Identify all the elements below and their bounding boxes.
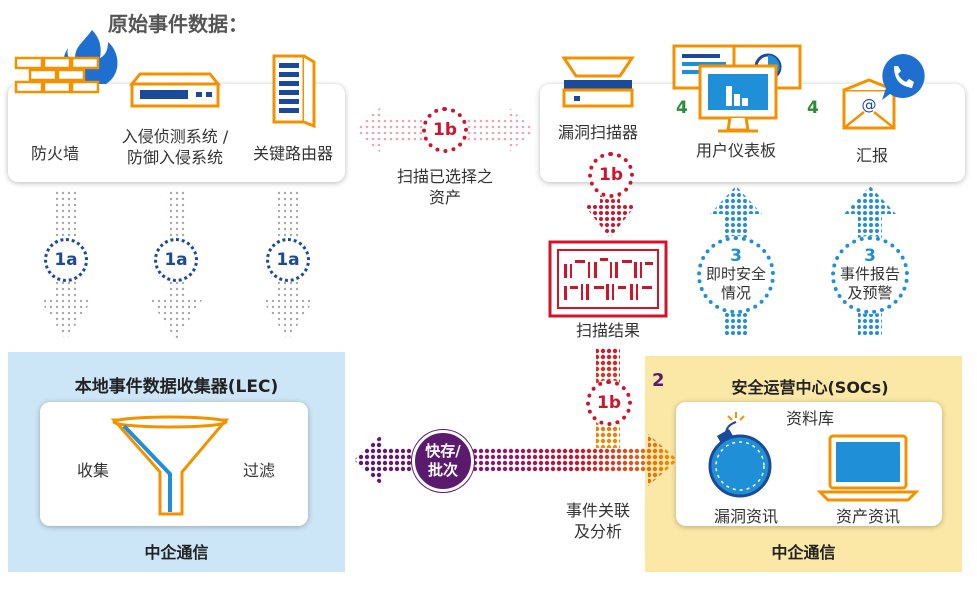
- soc-db-label: 资料库: [785, 409, 834, 428]
- dashboard-icon: [672, 44, 802, 133]
- router-tower-icon: [272, 54, 316, 129]
- lec-filter-label: 过滤: [242, 461, 275, 480]
- funnel-icon: [110, 415, 230, 516]
- ids-label-line1: 入侵侦测系统 /: [121, 127, 229, 146]
- report-label: 汇报: [855, 146, 888, 165]
- ids-appliance-icon: [128, 72, 222, 108]
- soc-footer: 中企通信: [771, 543, 836, 562]
- scan-result-label: 扫描结果: [575, 321, 640, 340]
- lec-title: 本地事件数据收集器(LEC): [74, 377, 279, 397]
- bomb-icon: [708, 412, 772, 498]
- correlation-flow-arrow: [354, 434, 678, 486]
- scan-result-arrow: [584, 190, 636, 238]
- scan-badge-top: 1b: [422, 107, 468, 153]
- collect-badge-2: 1a: [154, 238, 198, 282]
- correlation-line1: 事件关联: [565, 501, 630, 520]
- lec-footer: 中企通信: [144, 543, 209, 562]
- ids-label-line2: 防御入侵系统: [126, 148, 223, 167]
- soc-asset-label: 资产资讯: [835, 507, 900, 526]
- barcode-icon: [548, 240, 668, 318]
- soc-title: 安全运营中心(SOCs): [731, 378, 889, 397]
- laptop-icon: [816, 434, 920, 502]
- scanner-icon: [561, 56, 635, 108]
- step4-right: 4: [807, 98, 819, 118]
- correlation-line2: 及分析: [573, 522, 622, 541]
- router-label: 关键路由器: [252, 144, 333, 163]
- step4-left: 4: [676, 98, 688, 118]
- soc-step: 2: [652, 370, 665, 391]
- page-title: 原始事件数据：: [108, 12, 248, 36]
- step3-badge-report: 3 事件报告 及预警: [831, 236, 909, 314]
- firewall-label: 防火墙: [30, 144, 79, 163]
- collect-badge-1: 1a: [44, 238, 88, 282]
- scan-caption-line1: 扫描已选择之: [396, 167, 493, 186]
- svg-text:@: @: [862, 96, 877, 114]
- phone-icon: [882, 53, 925, 100]
- step3-badge-situation: 3 即时安全 情况: [697, 236, 775, 314]
- scanner-label: 漏洞扫描器: [557, 123, 638, 142]
- firewall-icon: [14, 30, 118, 94]
- soc-vuln-label: 漏洞资讯: [713, 507, 778, 526]
- scan-caption-line2: 资产: [428, 188, 461, 207]
- scan-badge-bottom: 1b: [586, 380, 632, 426]
- dashboard-label: 用户仪表板: [695, 141, 776, 160]
- lec-collect-label: 收集: [76, 461, 109, 480]
- scan-badge-middle: 1b: [588, 152, 634, 198]
- transfer-badge: 快存/ 批次: [412, 430, 474, 492]
- collect-badge-3: 1a: [266, 238, 310, 282]
